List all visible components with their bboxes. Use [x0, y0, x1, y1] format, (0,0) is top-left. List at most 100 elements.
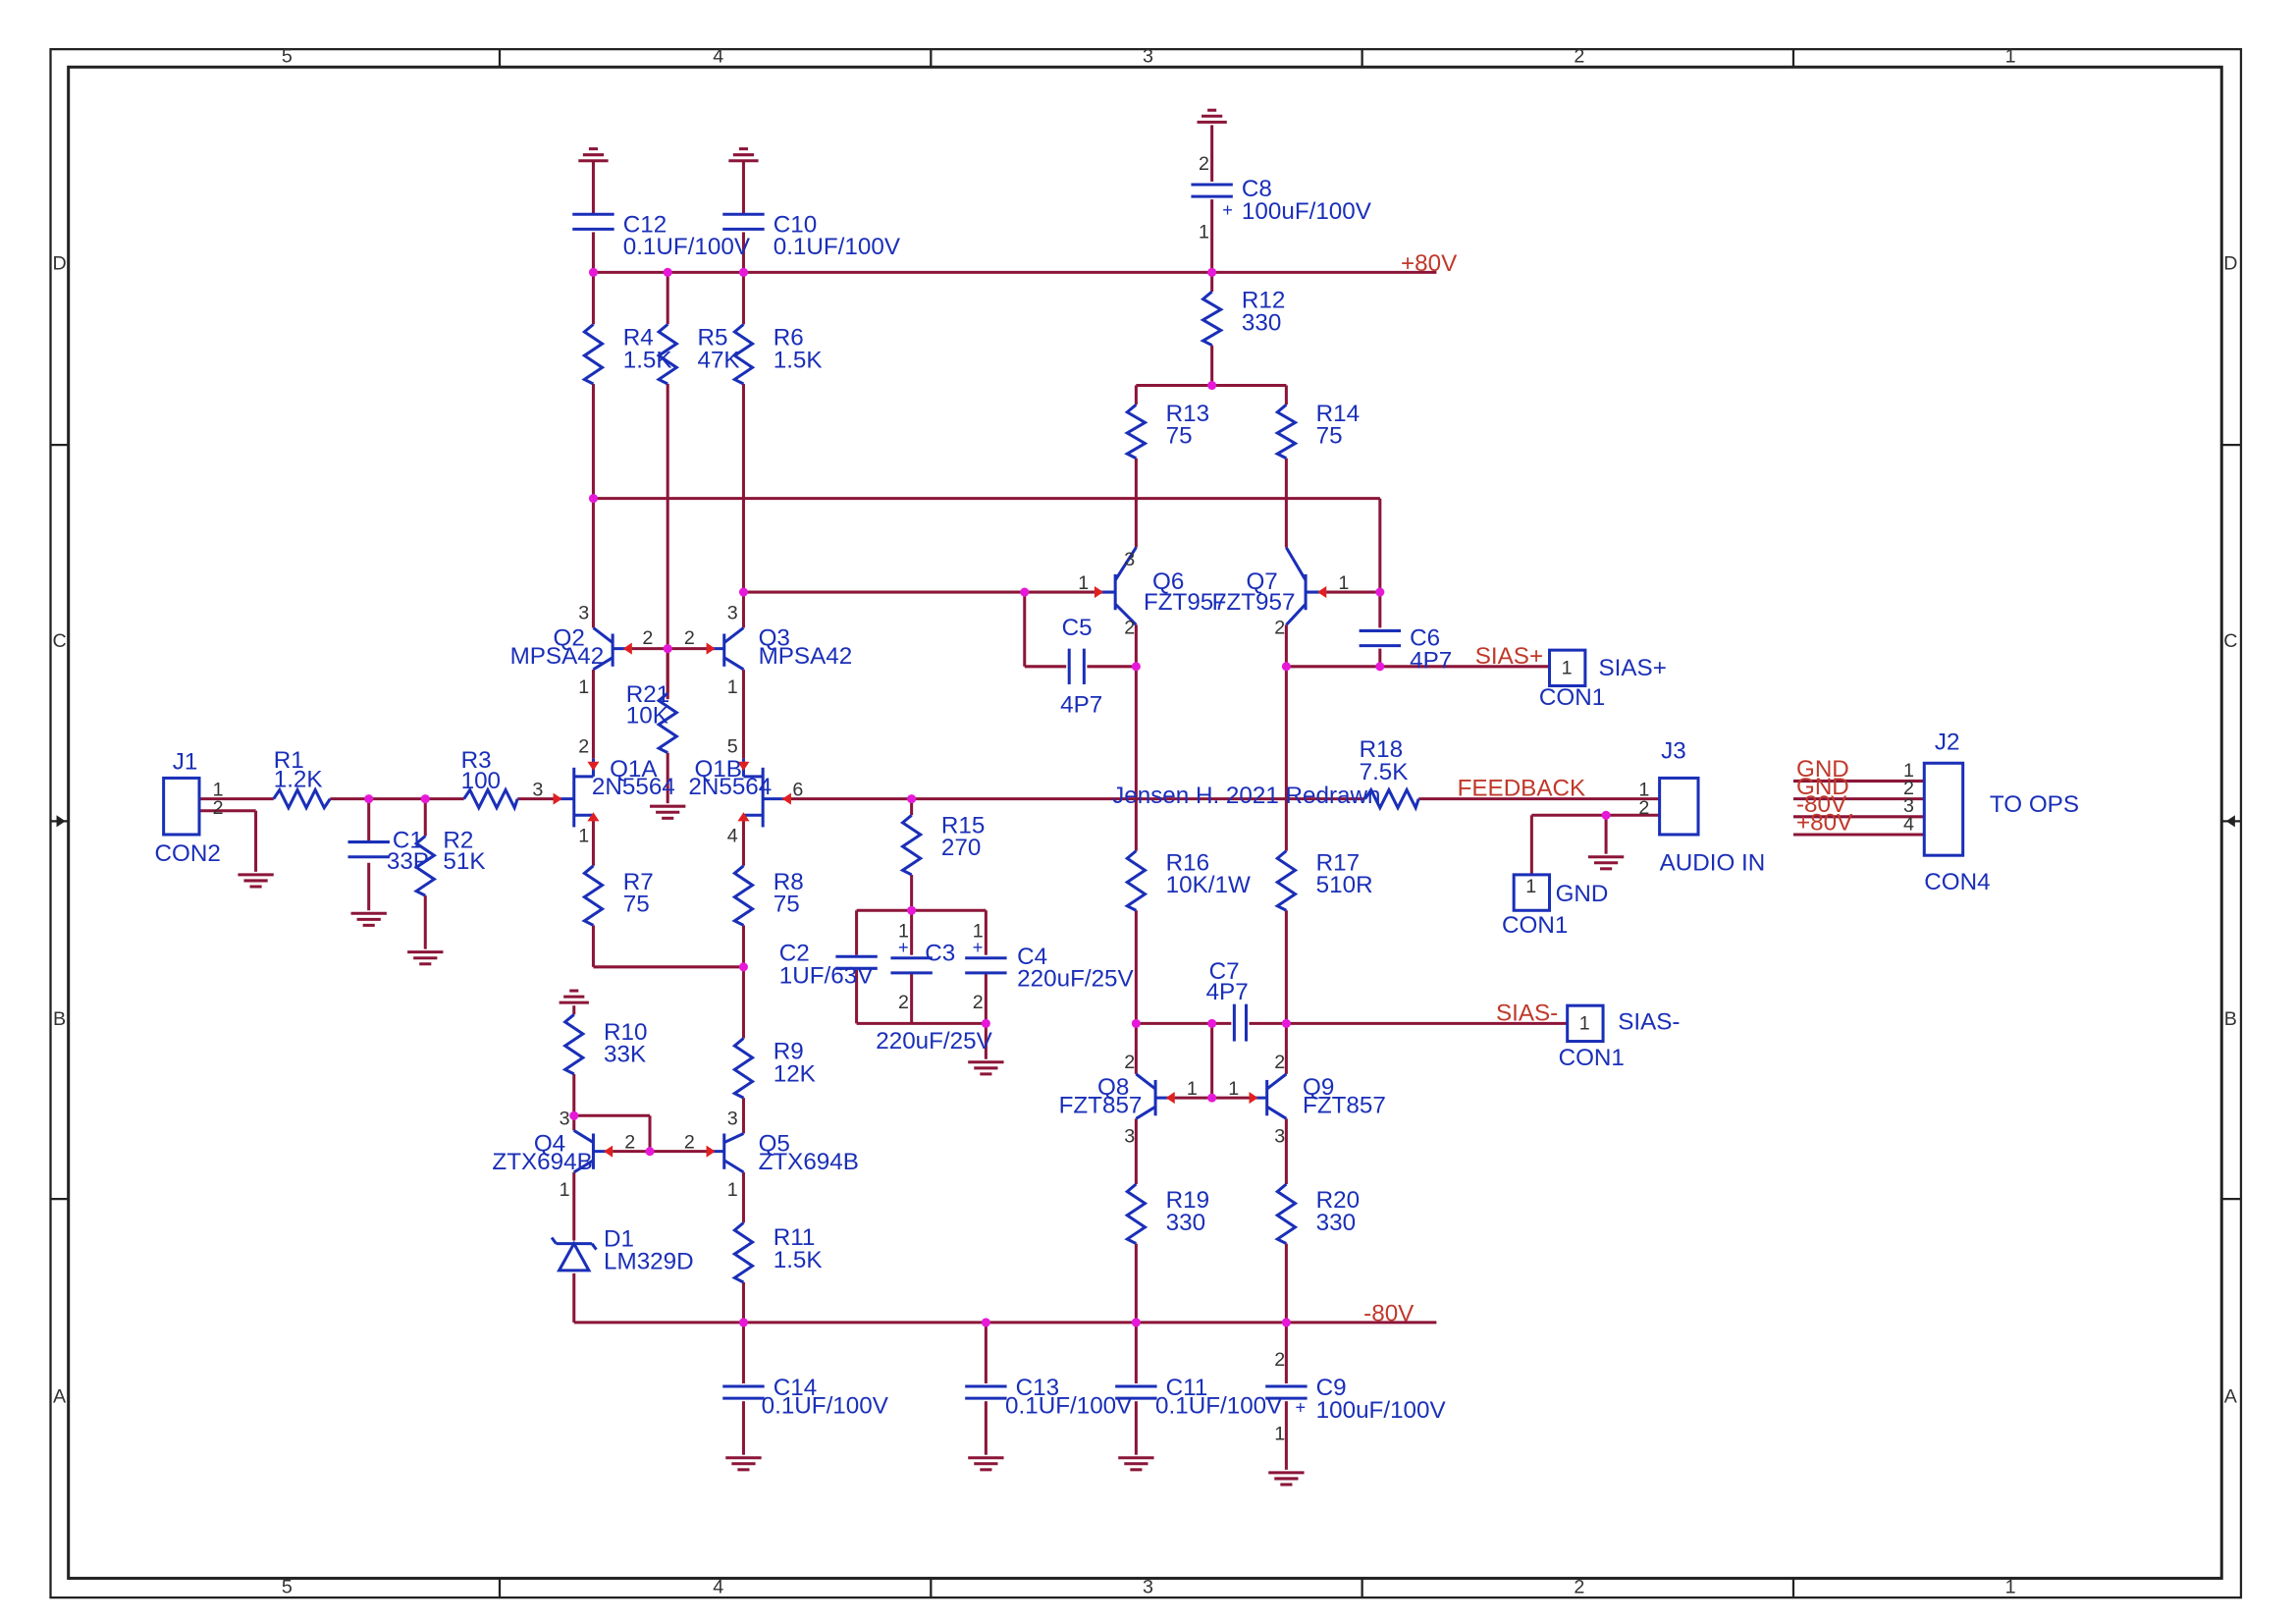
pin-number: 2: [684, 1132, 695, 1154]
pin-number: 2: [1903, 778, 1914, 799]
r9-ref: R9: [774, 1039, 804, 1065]
pin-number: 1: [898, 921, 909, 943]
r10-value: 33K: [604, 1042, 646, 1068]
q5-type: ZTX694B: [759, 1149, 859, 1175]
r21-value: 10K: [626, 702, 668, 729]
q5-ref: Q5: [759, 1131, 790, 1158]
gnd-icon: [1266, 1471, 1307, 1487]
c5-ref: C5: [1062, 615, 1093, 641]
r7-ref: R7: [623, 869, 654, 895]
r6-ref: R6: [774, 325, 804, 352]
r8-symbol: [731, 864, 756, 927]
c5-symbol: [1067, 648, 1086, 684]
r5-value: 47K: [697, 347, 739, 373]
net-sias-minus: SIAS-: [1496, 1000, 1558, 1026]
pin-number: 3: [1903, 795, 1914, 817]
svg-text:+: +: [1295, 1397, 1306, 1417]
c12-ref: C12: [623, 211, 667, 238]
q4-symbol: [572, 1129, 614, 1174]
zone-col-1-bottom: 1: [2005, 1577, 2016, 1598]
q8-type: FZT857: [1059, 1092, 1143, 1118]
r16-ref: R16: [1166, 849, 1209, 876]
j2-box: [1922, 761, 1965, 857]
c7-value: 4P7: [1206, 979, 1249, 1005]
r3-value: 100: [461, 768, 501, 794]
r18-symbol: [1363, 786, 1420, 812]
c8-value: 100uF/100V: [1242, 198, 1372, 225]
r8-value: 75: [774, 892, 800, 918]
c3-symbol: +: [890, 938, 933, 975]
c2-symbol: [835, 954, 878, 970]
c14-value: 0.1UF/100V: [762, 1392, 889, 1419]
sias-minus-pin: 1: [1579, 1012, 1590, 1034]
r11-value: 1.5K: [774, 1247, 823, 1273]
gnd-icon: [349, 911, 389, 927]
pin-number: 2: [1274, 1349, 1285, 1371]
sias-minus-box: [1566, 1003, 1605, 1044]
c4-value: 220uF/25V: [1017, 966, 1134, 993]
r20-symbol: [1274, 1182, 1299, 1245]
r8-ref: R8: [774, 869, 804, 895]
c4-ref: C4: [1017, 944, 1047, 970]
zone-row-d-right: D: [2223, 252, 2237, 274]
gnd-icon: [1586, 855, 1626, 871]
r1-value: 1.2K: [274, 767, 323, 793]
c3-ref: C3: [925, 941, 955, 967]
pin-number: 1: [213, 780, 224, 801]
zone-col-5-bottom: 5: [282, 1577, 293, 1598]
zone-col-2: 2: [1574, 46, 1584, 68]
r4-symbol: [581, 323, 606, 386]
zone-col-4-bottom: 4: [713, 1577, 723, 1598]
j1-box: [162, 776, 201, 837]
r14-symbol: [1274, 404, 1299, 460]
r6-symbol: [731, 323, 756, 386]
c9-ref: C9: [1316, 1375, 1347, 1401]
q8-symbol: [1135, 1072, 1175, 1120]
zone-row-c: C: [52, 630, 66, 652]
pin-number: 1: [578, 676, 589, 698]
c12-value: 0.1UF/100V: [623, 234, 751, 260]
r13-symbol: [1124, 404, 1148, 460]
gnd-icon: [236, 873, 276, 889]
pin-number: 1: [727, 1179, 738, 1201]
c11-ref: C11: [1166, 1375, 1208, 1401]
resistors: [272, 290, 1420, 1284]
c3-value: 220uF/25V: [876, 1028, 992, 1055]
pin-number: 2: [578, 736, 589, 758]
c10-value: 0.1UF/100V: [774, 234, 901, 260]
svg-text:+: +: [898, 938, 909, 957]
r4-value: 1.5K: [623, 347, 672, 373]
pin-number: 1: [973, 921, 984, 943]
j1-ref: J1: [173, 748, 198, 775]
pin-number: 5: [727, 736, 738, 758]
zone-col-2-bottom: 2: [1574, 1577, 1584, 1598]
q4-type: ZTX694B: [492, 1149, 592, 1175]
pin-number: 1: [1187, 1078, 1198, 1100]
r14-ref: R14: [1316, 401, 1360, 427]
j2-net-1: GND: [1796, 756, 1849, 783]
r15-ref: R15: [941, 812, 985, 839]
c13-ref: C13: [1016, 1375, 1059, 1401]
j2-ref: J2: [1935, 730, 1960, 756]
zone-row-a-right: A: [2224, 1386, 2238, 1408]
r15-symbol: [899, 814, 924, 877]
r9-value: 12K: [774, 1060, 816, 1087]
j2-type: CON4: [1924, 869, 1990, 895]
c10-ref: C10: [774, 211, 817, 238]
r3-symbol: [462, 786, 519, 812]
pin-arrows: [553, 585, 1327, 1158]
net-labels: +80V -80V SIAS+ SIAS- FEEDBACK GND GND -…: [1363, 250, 1853, 1327]
r11-symbol: [731, 1221, 756, 1284]
c14-symbol: [722, 1384, 765, 1400]
zone-col-3: 3: [1143, 46, 1153, 68]
c11-symbol: [1115, 1384, 1157, 1400]
r10-symbol: [561, 1013, 586, 1076]
j3-box: [1658, 776, 1700, 837]
q7-type: FZT957: [1212, 589, 1296, 616]
c13-symbol: [965, 1384, 1007, 1400]
r17-value: 510R: [1316, 872, 1373, 898]
c13-value: 0.1UF/100V: [1005, 1392, 1133, 1419]
pin-number: 2: [642, 627, 653, 649]
c1-ref: C1: [393, 828, 423, 854]
